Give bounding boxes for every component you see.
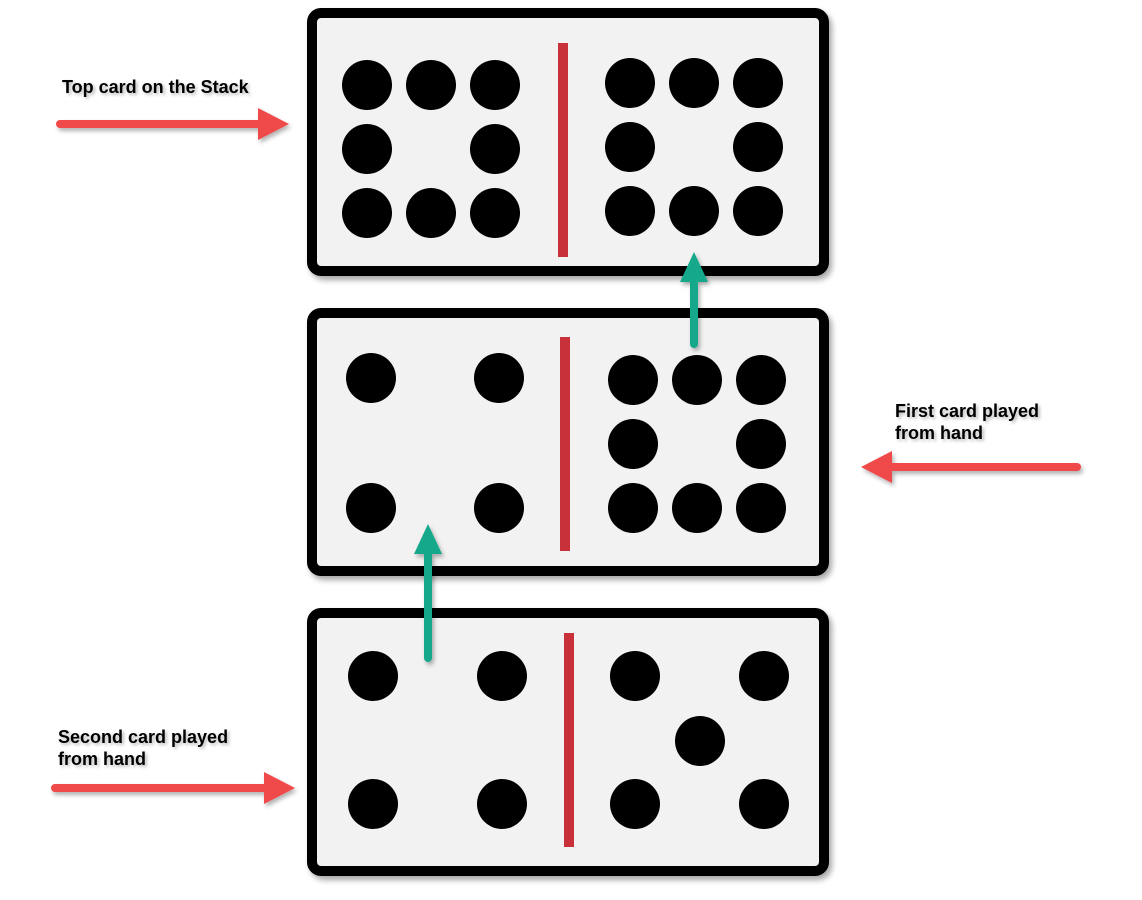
pointer-arrow-top-card [56, 108, 289, 140]
pip [470, 60, 520, 110]
pip [739, 779, 789, 829]
second-played-card[interactable] [307, 608, 829, 876]
pip [474, 353, 524, 403]
play-arrow-to-top [680, 252, 708, 348]
pip [605, 58, 655, 108]
label-first-card-line1: First card played [895, 401, 1040, 421]
label-first-card: First card played from hand [895, 400, 1039, 444]
label-second-card-line1: Second card played [58, 727, 229, 747]
pip [736, 419, 786, 469]
center-divider [564, 633, 574, 847]
pip [669, 58, 719, 108]
pointer-arrow-first-card [861, 451, 1081, 483]
pip [406, 188, 456, 238]
label-second-card-line2: from hand [58, 749, 146, 769]
first-played-card[interactable] [307, 308, 829, 576]
label-first-card-line2: from hand [895, 423, 983, 443]
pip [672, 483, 722, 533]
pip [342, 60, 392, 110]
label-top-card: Top card on the Stack [62, 77, 249, 97]
pip [608, 355, 658, 405]
pip [610, 651, 660, 701]
pip [733, 122, 783, 172]
pip [346, 353, 396, 403]
pip [346, 483, 396, 533]
pip [733, 186, 783, 236]
pip [348, 779, 398, 829]
pip [474, 483, 524, 533]
pip [605, 122, 655, 172]
pip [733, 58, 783, 108]
pip [736, 483, 786, 533]
pip [672, 355, 722, 405]
pointer-arrow-second-card [51, 772, 295, 804]
pip [605, 186, 655, 236]
pip [470, 124, 520, 174]
pip [470, 188, 520, 238]
pip [610, 779, 660, 829]
pip [739, 651, 789, 701]
pip [608, 419, 658, 469]
center-divider [558, 43, 568, 257]
pip [669, 186, 719, 236]
pip [608, 483, 658, 533]
pip [348, 651, 398, 701]
pip [477, 779, 527, 829]
pip [342, 188, 392, 238]
pip [736, 355, 786, 405]
pip [342, 124, 392, 174]
pip [406, 60, 456, 110]
top-stack-card[interactable] [307, 8, 829, 276]
pip [675, 716, 725, 766]
center-divider [560, 337, 570, 551]
pip [477, 651, 527, 701]
play-arrow-to-middle [414, 524, 442, 662]
label-second-card: Second card played from hand [58, 726, 228, 770]
